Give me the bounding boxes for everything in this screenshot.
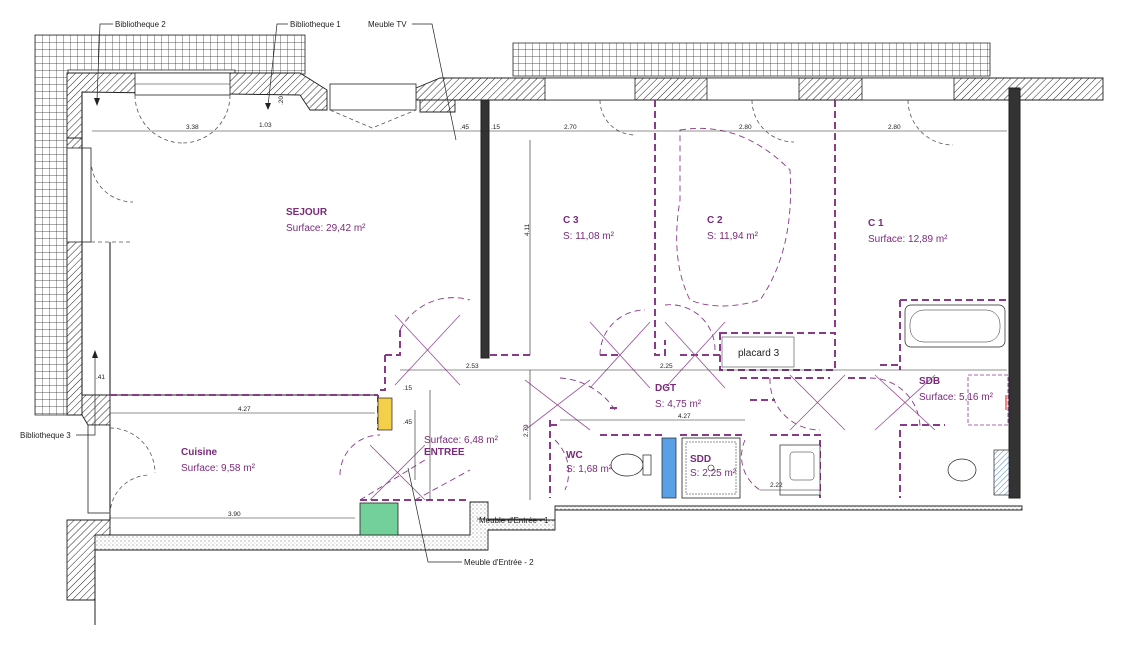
- dim-15b: .15: [403, 385, 412, 392]
- room-surface-wc: S: 1,68 m²: [566, 464, 613, 475]
- dimension-labels: 3.38 1.03 .45 .15 2.70 2.80 2.80 4.11 2.…: [96, 96, 901, 518]
- dim-270: 2.70: [564, 124, 577, 131]
- dimension-lines: [92, 130, 1007, 519]
- dim-411: 4.11: [524, 223, 531, 236]
- dim-280a: 2.80: [739, 124, 752, 131]
- sdd-panel: [661, 437, 677, 499]
- doors-purple: [339, 127, 921, 501]
- callout-bibliotheque-3: Bibliotheque 3: [20, 431, 71, 440]
- placard-label: placard 3: [738, 348, 780, 359]
- removed-element-crosses: [369, 314, 936, 501]
- room-surface-sejour: Surface: 29,42 m²: [286, 223, 366, 234]
- room-name-wc: WC: [566, 450, 583, 461]
- room-name-c1: C 1: [868, 218, 884, 229]
- room-surface-cuisine: Surface: 9,58 m²: [181, 463, 256, 474]
- dim-338: 3.38: [186, 124, 199, 131]
- callout-bibliotheque-1: Bibliotheque 1: [290, 20, 341, 29]
- dim-253: 2.53: [466, 363, 479, 370]
- callout-meuble-entree-1: Meuble d'Entrée - 1: [479, 516, 549, 525]
- callouts: Bibliotheque 2 Bibliotheque 1 Meuble TV …: [20, 20, 549, 567]
- doors-black: [90, 94, 954, 516]
- interior-walls: [81, 87, 1021, 520]
- room-surface-c2: S: 11,94 m²: [707, 231, 759, 242]
- room-name-sejour: SEJOUR: [286, 207, 328, 218]
- bottom-slab: [94, 501, 1023, 625]
- room-name-entree: ENTREE: [424, 447, 465, 458]
- kitchen-cabinet: [359, 502, 399, 536]
- callout-meuble-entree-2: Meuble d'Entrée - 2: [464, 558, 534, 567]
- windows: [66, 72, 955, 514]
- dim-222: 2.22: [770, 482, 783, 489]
- fixtures: [359, 304, 1010, 536]
- wc-bowl: [610, 453, 644, 477]
- room-surface-entree: Surface: 6,48 m²: [424, 435, 499, 446]
- room-name-cuisine: Cuisine: [181, 447, 218, 458]
- sdd-sink: [779, 444, 821, 496]
- room-name-c2: C 2: [707, 215, 723, 226]
- room-name-dgt: DGT: [655, 383, 676, 394]
- dim-45b: .45: [403, 419, 412, 426]
- callout-meuble-tv: Meuble TV: [368, 20, 407, 29]
- room-name-sdb: SDB: [919, 376, 940, 387]
- bathtub: [904, 304, 1006, 348]
- balcony-right: [512, 42, 991, 77]
- dim-390: 3.90: [228, 511, 241, 518]
- entree-cabinet: [377, 397, 393, 431]
- dim-427a: 4.27: [238, 406, 251, 413]
- dim-225: 2.25: [660, 363, 673, 370]
- room-surface-dgt: S: 4,75 m²: [655, 399, 702, 410]
- dim-279: 2.79: [523, 424, 530, 437]
- room-surface-sdd: S: 2,25 m²: [690, 468, 737, 479]
- callout-bibliotheque-2: Bibliotheque 2: [115, 20, 166, 29]
- dim-427b: 4.27: [678, 413, 691, 420]
- partitions: [110, 100, 1007, 501]
- room-name-sdd: SDD: [690, 454, 711, 465]
- room-name-c3: C 3: [563, 215, 579, 226]
- shower-tray: [681, 437, 741, 499]
- dim-41: .41: [96, 374, 105, 381]
- sdb-panel: [993, 449, 1010, 496]
- dim-103: 1.03: [259, 122, 272, 129]
- dim-20: .20: [278, 96, 285, 105]
- room-labels: SEJOUR Surface: 29,42 m² C 3 S: 11,08 m²…: [181, 207, 994, 479]
- dim-15a: .15: [491, 124, 500, 131]
- room-surface-c1: Surface: 12,89 m²: [868, 234, 948, 245]
- room-surface-c3: S: 11,08 m²: [563, 231, 615, 242]
- dim-280b: 2.80: [888, 124, 901, 131]
- sdb-wc: [947, 458, 977, 482]
- room-surface-sdb: Surface: 5,16 m²: [919, 392, 994, 403]
- dim-45a: .45: [460, 124, 469, 131]
